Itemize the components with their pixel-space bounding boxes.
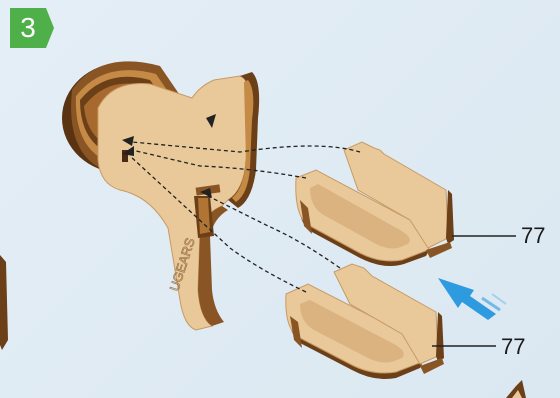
u-clip-upper — [296, 142, 454, 266]
part-callout-lower: 77 — [501, 334, 525, 360]
insert-direction-arrow — [438, 278, 506, 320]
u-clip-lower — [286, 264, 444, 379]
part-callout-upper: 77 — [521, 223, 545, 249]
step-number: 3 — [8, 8, 48, 48]
main-body-part — [62, 61, 259, 330]
edge-plywood-strip — [0, 255, 8, 350]
